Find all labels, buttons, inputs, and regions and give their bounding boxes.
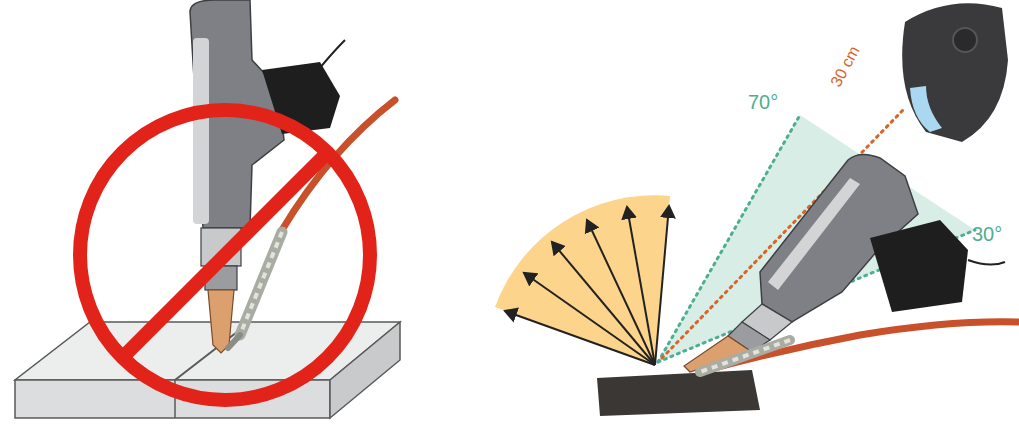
- welding-gun-tilted: [684, 154, 1019, 372]
- work-piece: [597, 370, 760, 416]
- angle-label: 70°: [748, 92, 778, 112]
- spatter-fan: [495, 195, 670, 365]
- welding-helmet: [902, 3, 1008, 142]
- angle-label: 30°: [972, 224, 1002, 244]
- distance-label: 30 cm: [828, 44, 863, 90]
- prohibition-sign: [80, 110, 370, 400]
